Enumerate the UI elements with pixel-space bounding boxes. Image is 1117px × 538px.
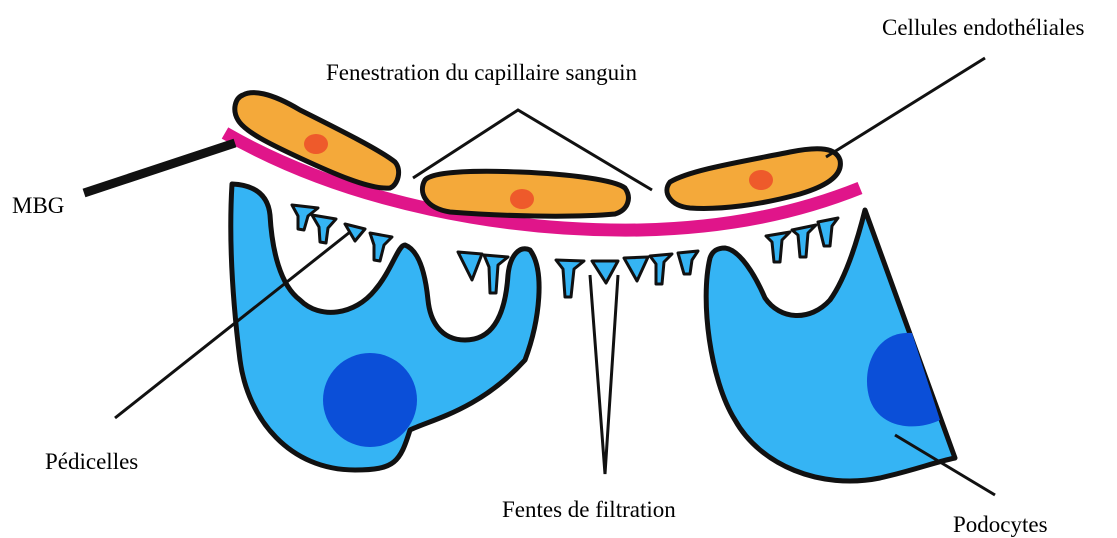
label-endotheliales: Cellules endothéliales: [882, 15, 1085, 40]
label-mbg: MBG: [12, 193, 64, 218]
endothelial-nucleus-middle: [510, 189, 534, 209]
label-pedicelles: Pédicelles: [45, 449, 138, 474]
endothelial-nucleus-right: [749, 170, 773, 190]
leader-line-endotheliales: [826, 58, 985, 157]
endothelial-nucleus-left: [304, 134, 328, 154]
label-fentes: Fentes de filtration: [502, 497, 676, 522]
endothelial-cells: [235, 93, 841, 217]
podocyte-right: [706, 210, 955, 481]
podocyte-left-nucleus: [323, 353, 417, 447]
leader-line-mbg: [84, 143, 235, 193]
label-fenestration: Fenestration du capillaire sanguin: [326, 60, 638, 85]
leader-line-fentes: [590, 275, 618, 474]
label-podocytes: Podocytes: [953, 512, 1048, 537]
